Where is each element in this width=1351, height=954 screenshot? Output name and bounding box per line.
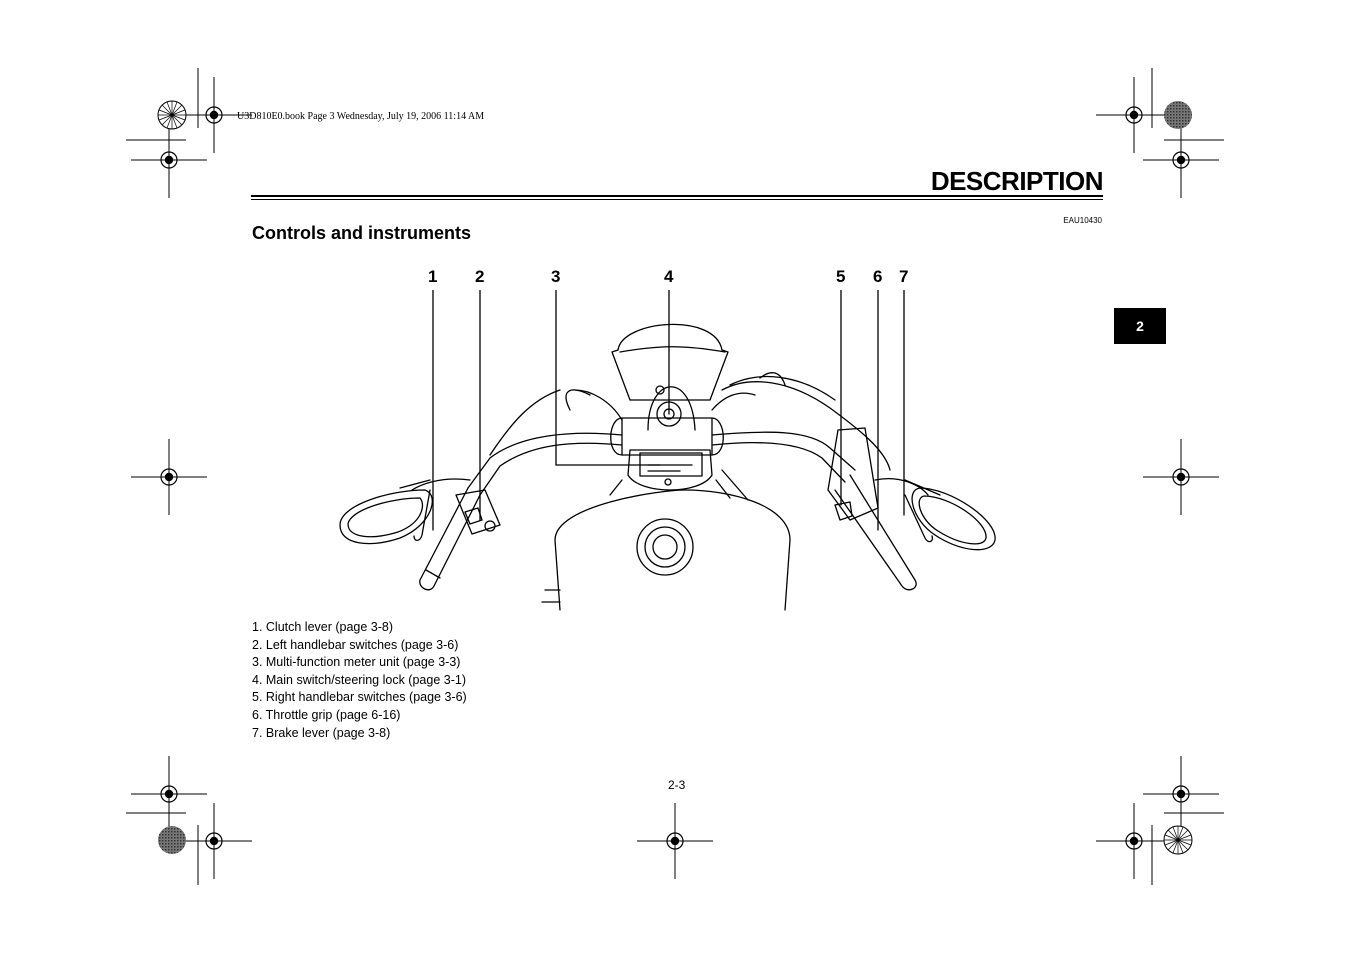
- callout-4: 4: [664, 267, 674, 286]
- chapter-tab: 2: [1114, 308, 1166, 344]
- figure-legend: 1. Clutch lever (page 3-8) 2. Left handl…: [252, 619, 467, 742]
- callout-6: 6: [873, 267, 883, 286]
- page-number: 2-3: [668, 778, 686, 792]
- callout-1: 1: [428, 267, 438, 286]
- legend-item-left-handlebar-switches: 2. Left handlebar switches (page 3-6): [252, 637, 459, 652]
- document-code: EAU10430: [1063, 216, 1102, 225]
- legend-item-throttle-grip: 6. Throttle grip (page 6-16): [252, 707, 401, 722]
- callout-5: 5: [836, 267, 846, 286]
- title-rule-bottom: [251, 199, 1103, 200]
- legend-item-clutch-lever: 1. Clutch lever (page 3-8): [252, 620, 394, 634]
- title-rule-top: [251, 195, 1103, 197]
- chapter-title: DESCRIPTION: [930, 166, 1104, 196]
- legend-item-right-handlebar-switches: 5. Right handlebar switches (page 3-6): [252, 690, 467, 705]
- legend-item-brake-lever: 7. Brake lever (page 3-8): [252, 725, 391, 740]
- legend-item-multi-function-meter: 3. Multi-function meter unit (page 3-3): [252, 655, 461, 670]
- print-header: U3D810E0.book Page 3 Wednesday, July 19,…: [237, 111, 485, 122]
- callout-3: 3: [551, 267, 561, 286]
- callout-7: 7: [899, 267, 909, 286]
- handlebar-illustration: [339, 290, 996, 611]
- legend-item-main-switch: 4. Main switch/steering lock (page 3-1): [252, 672, 466, 687]
- callout-2: 2: [475, 267, 485, 286]
- section-title: Controls and instruments: [252, 223, 472, 243]
